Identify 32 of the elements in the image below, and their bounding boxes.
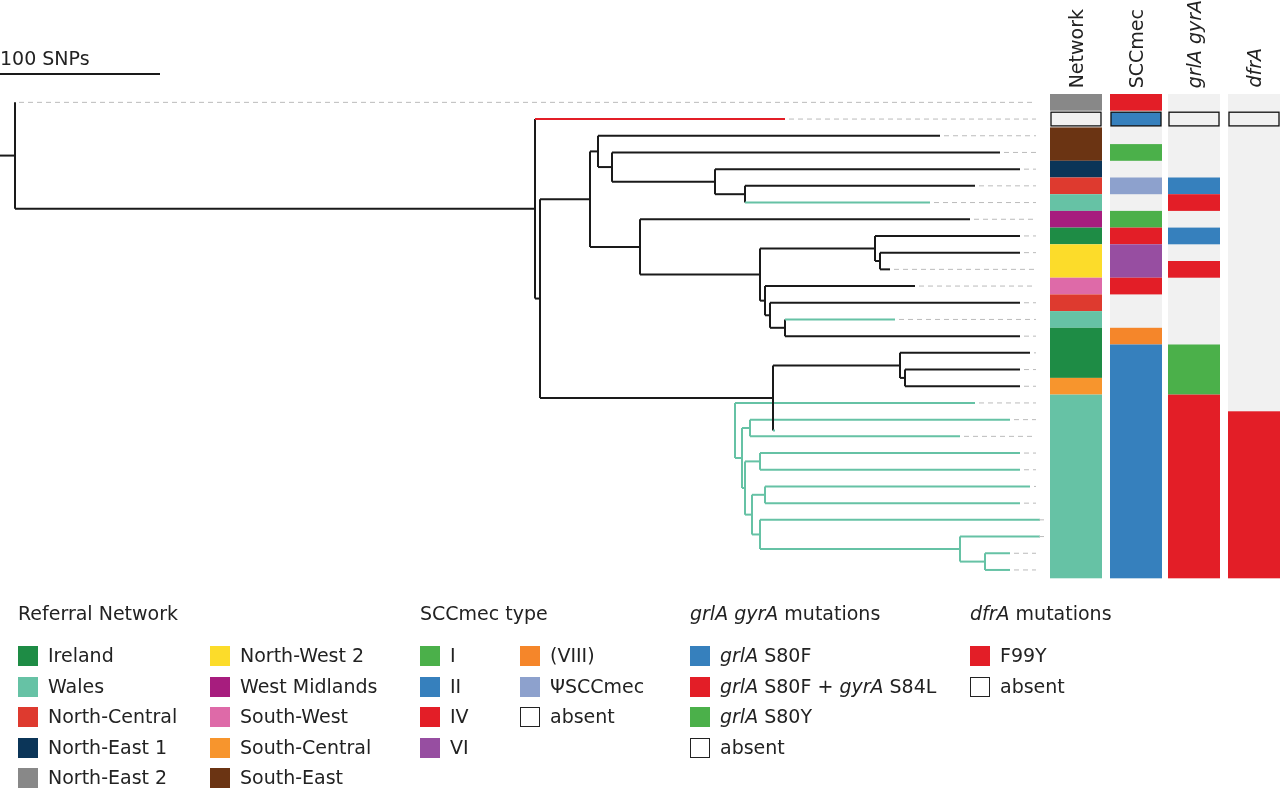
legend-heading: grlA gyrA mutations xyxy=(690,603,881,624)
legend-label: I xyxy=(450,645,456,666)
legend-label: absent xyxy=(550,706,615,727)
legend-label: grlA S80F + gyrA S84L xyxy=(720,675,937,697)
legend-label: (VIII) xyxy=(550,645,595,666)
legend-label: F99Y xyxy=(1000,645,1047,666)
legend-label: grlA S80Y xyxy=(720,706,813,727)
legend-label: VI xyxy=(450,736,469,758)
legend-label: North-East 1 xyxy=(48,736,168,758)
legend-label: ΨSCCmec xyxy=(550,675,645,697)
legend-label: North-East 2 xyxy=(48,767,168,788)
scale-bar-label: 100 SNPs xyxy=(0,48,90,69)
legend-label: South-West xyxy=(240,706,349,727)
legend-label: II xyxy=(450,675,462,697)
legend-label: South-East xyxy=(240,767,344,788)
column-header: dfrA xyxy=(1243,48,1265,88)
legend-label: South-Central xyxy=(240,736,372,758)
legend-heading: dfrA mutations xyxy=(970,603,1112,624)
legend-label: North-West 2 xyxy=(240,645,365,666)
legend-label: West Midlands xyxy=(240,675,378,697)
legend-label: Wales xyxy=(48,675,105,697)
legend-label: IV xyxy=(450,706,469,727)
legend-label: absent xyxy=(1000,675,1065,697)
legend-label: North-Central xyxy=(48,706,178,727)
column-header: Network xyxy=(1065,9,1087,89)
column-header: SCCmec xyxy=(1125,9,1147,89)
legend-label: Ireland xyxy=(48,645,114,666)
column-header: grlA gyrA xyxy=(1183,0,1205,89)
legend-label: absent xyxy=(720,736,785,758)
legend-label: grlA S80F xyxy=(720,645,812,666)
legend-heading: SCCmec type xyxy=(420,603,548,624)
legend-heading: Referral Network xyxy=(18,603,178,624)
